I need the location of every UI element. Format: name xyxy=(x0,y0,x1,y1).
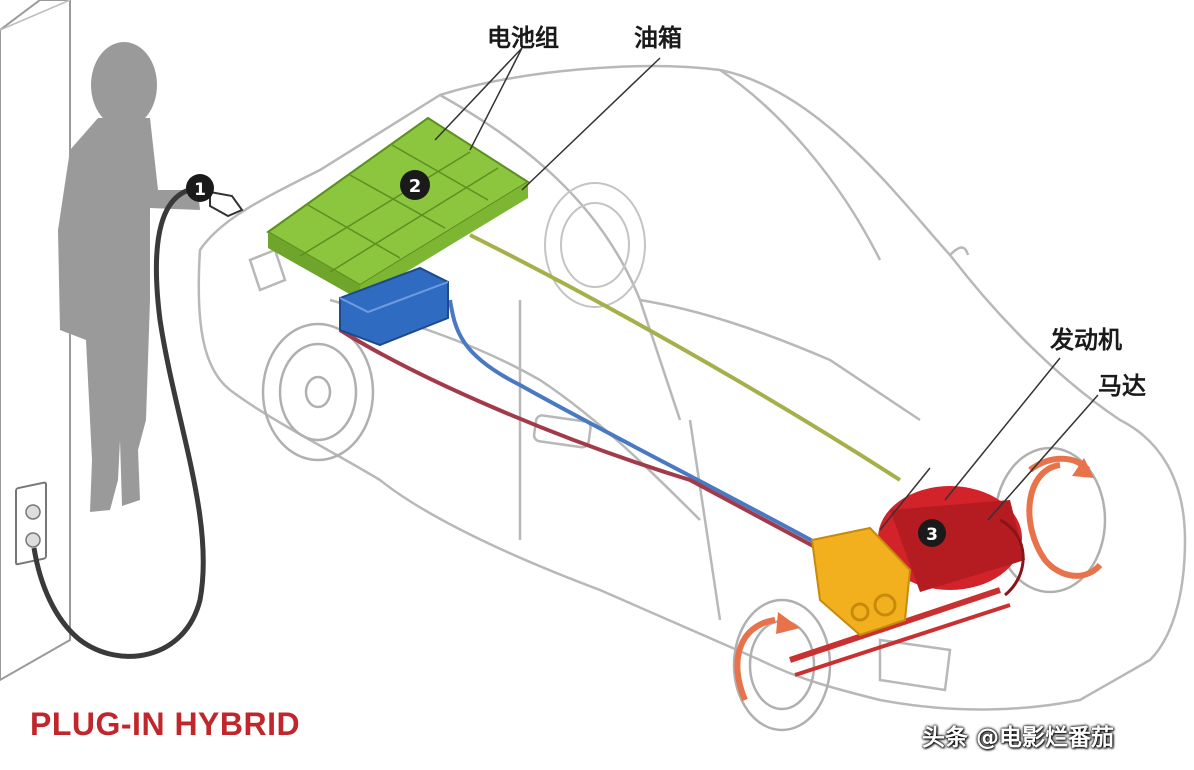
label-engine: 发动机 xyxy=(1050,326,1122,354)
person-silhouette xyxy=(58,42,200,512)
spare-wheel xyxy=(544,182,646,308)
fuel-tank xyxy=(339,266,449,347)
battery-pack xyxy=(266,116,530,300)
label-motor: 马达 xyxy=(1098,372,1146,400)
marker-3-text: 3 xyxy=(926,525,938,545)
marker-2: 2 xyxy=(400,170,430,200)
label-fuel-tank: 油箱 xyxy=(634,24,682,52)
watermark: 头条 @电影烂番茄 xyxy=(922,725,1115,751)
marker-1: 1 xyxy=(186,174,214,202)
charging-wall xyxy=(0,0,71,682)
power-lines xyxy=(338,233,1011,677)
car-outline xyxy=(197,64,1187,711)
marker-1-text: 1 xyxy=(194,180,206,200)
marker-2-text: 2 xyxy=(409,176,422,197)
charging-cable xyxy=(31,185,206,659)
rear-wheel xyxy=(261,322,375,462)
leader-lines xyxy=(434,47,1099,531)
label-battery: 电池组 xyxy=(487,24,559,52)
motor-unit xyxy=(810,526,912,637)
charging-plug-icon xyxy=(209,190,244,218)
engine-block xyxy=(878,486,1025,597)
marker-3: 3 xyxy=(918,519,946,547)
brand-title: PLUG-IN HYBRID xyxy=(30,706,301,742)
wall-outlet-icon xyxy=(15,481,47,566)
